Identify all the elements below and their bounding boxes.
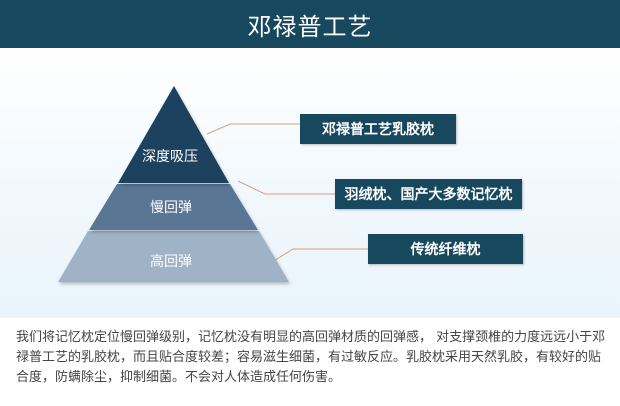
leader-line-bottom <box>271 248 368 263</box>
callout-box-top: 邓禄普工艺乳胶枕 <box>300 114 456 144</box>
callout-box-bottom: 传统纤维枕 <box>368 234 523 264</box>
leader-line-middle <box>237 180 335 195</box>
callout-text-top: 邓禄普工艺乳胶枕 <box>322 122 434 138</box>
pyramid-tier-bottom <box>58 231 289 282</box>
tier-label-middle: 慢回弹 <box>150 200 192 216</box>
callout-text-bottom: 传统纤维枕 <box>410 242 481 258</box>
callout-box-middle: 羽绒枕、国产大多数记忆枕 <box>335 179 522 209</box>
pyramid-tier-top <box>118 86 229 183</box>
page-header: 邓禄普工艺 <box>0 0 620 48</box>
leader-line-top <box>206 123 300 135</box>
description-text: 我们将记忆枕定位慢回弹级别，记忆枕没有明显的高回弹材质的回弹感， 对支撑颈椎的力… <box>16 330 606 385</box>
pyramid-diagram: 深度吸压 慢回弹 高回弹 邓禄普工艺乳胶枕 羽绒枕、国产大多数记忆枕 传统纤维枕 <box>0 48 620 318</box>
tier-label-bottom: 高回弹 <box>150 254 192 270</box>
tier-label-top: 深度吸压 <box>142 149 198 165</box>
pyramid-svg <box>58 86 368 282</box>
pyramid-tier-middle <box>89 184 258 230</box>
page-title: 邓禄普工艺 <box>247 12 373 41</box>
callout-text-middle: 羽绒枕、国产大多数记忆枕 <box>344 187 513 203</box>
